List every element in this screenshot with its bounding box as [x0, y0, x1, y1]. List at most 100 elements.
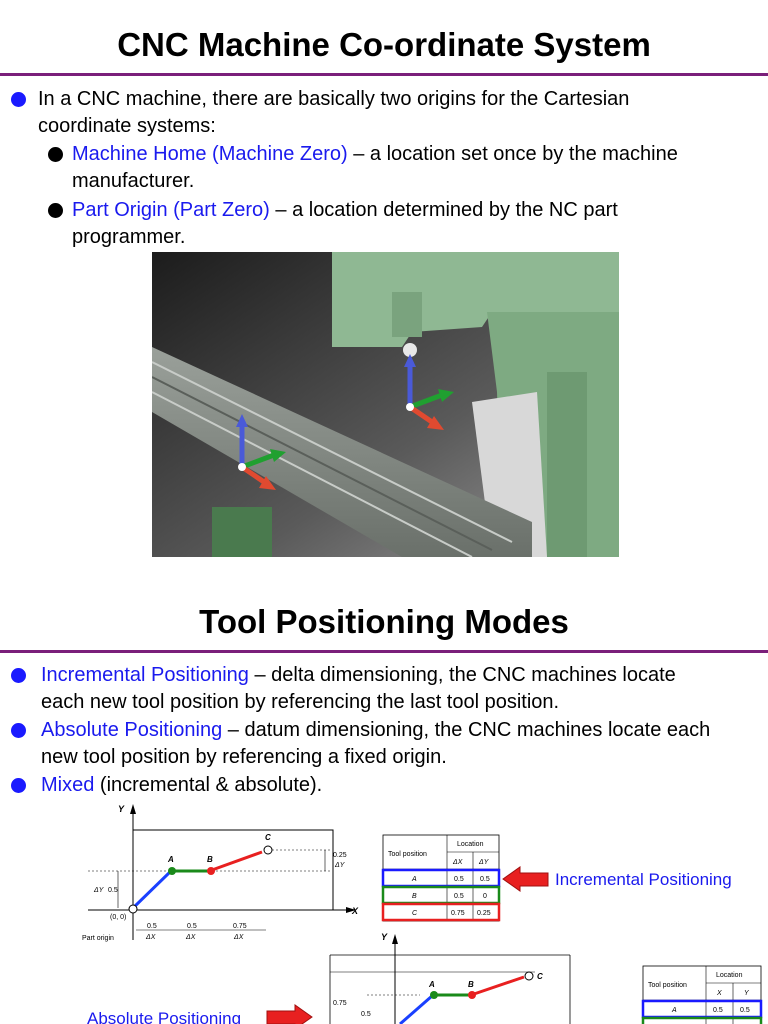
- abs-row-a-y: 0.5: [740, 1007, 750, 1014]
- bullet-icon: [11, 668, 26, 683]
- cnc-machine-illustration: [152, 252, 619, 557]
- table-location: Location: [457, 841, 484, 848]
- dx1-label: ΔX: [145, 934, 156, 941]
- abs-point-b-label: B: [468, 980, 474, 989]
- part-origin-label: Part origin: [82, 935, 114, 942]
- abs-y-axis-arrow-icon: [392, 934, 398, 944]
- title-divider: [0, 73, 768, 76]
- sub-bullet-icon: [48, 147, 63, 162]
- abs-table-tool-position: Tool position: [648, 982, 687, 989]
- point-b-marker: [207, 867, 215, 875]
- point-b-label: B: [207, 855, 213, 864]
- row-b-x: 0.5: [454, 893, 464, 900]
- bullet-line2: coordinate systems:: [38, 115, 216, 137]
- title-divider: [0, 650, 768, 653]
- term-part-origin: Part Origin (Part Zero): [72, 199, 270, 221]
- absolute-arrow-icon: [266, 1004, 313, 1024]
- bullet-text: In a CNC machine, there are basically tw…: [38, 86, 629, 140]
- abs-axis-y-label: Y: [381, 932, 388, 942]
- dim-025-label: 0.25: [333, 852, 347, 859]
- term-incremental: Incremental Positioning: [41, 664, 249, 686]
- absolute-positioning-label: Absolute Positioning: [87, 1009, 241, 1024]
- b1-rest: – delta dimensioning, the CNC machines l…: [248, 664, 676, 686]
- row-c-point: C: [412, 910, 418, 917]
- sub-bullet-icon: [48, 203, 63, 218]
- abs-vector-b-c: [473, 975, 525, 996]
- abs-point-a-marker: [430, 991, 438, 999]
- row-a-point: A: [411, 876, 417, 883]
- x-axis-arrow-icon: [346, 907, 356, 913]
- dx2-label: ΔX: [185, 934, 196, 941]
- incremental-positioning-label: Incremental Positioning: [555, 870, 732, 889]
- abs-table-y: Y: [744, 990, 750, 997]
- row-b-y: 0: [483, 893, 487, 900]
- b2-rest: – datum dimensioning, the CNC machines l…: [222, 719, 711, 741]
- bullet-incremental: Incremental Positioning – delta dimensio…: [41, 662, 676, 716]
- row-c-x: 0.75: [451, 910, 465, 917]
- axis-x-label: X: [351, 906, 359, 916]
- b3-rest: (incremental & absolute).: [94, 774, 323, 796]
- incremental-arrow-icon: [502, 866, 549, 892]
- abs-point-a-label: A: [428, 980, 435, 989]
- table-dx: ΔX: [452, 859, 463, 866]
- sub1-line2: manufacturer.: [72, 170, 195, 192]
- b1-line2: each new tool position by referencing th…: [41, 691, 560, 713]
- abs-point-b-marker: [468, 991, 476, 999]
- bullet-icon: [11, 723, 26, 738]
- cnc-machine-image: [152, 252, 619, 557]
- abs-row-b-highlight: [641, 1016, 763, 1024]
- row-a-x: 0.5: [454, 876, 464, 883]
- point-a-marker: [168, 867, 176, 875]
- dim-05-label: 0.5: [108, 887, 118, 894]
- term-machine-home: Machine Home (Machine Zero): [72, 143, 348, 165]
- b2-line2: new tool position by referencing a fixed…: [41, 746, 447, 768]
- term-mixed: Mixed: [41, 774, 95, 796]
- dim-dy-right-label: ΔY: [334, 862, 346, 869]
- abs-05-label: 0.5: [361, 1011, 371, 1018]
- slide1-title: CNC Machine Co-ordinate System: [117, 26, 651, 63]
- abs-vector-origin-a: [399, 994, 433, 1024]
- sub2-line2: programmer.: [72, 226, 186, 248]
- row-c-highlight: [381, 902, 501, 922]
- vector-origin-a: [131, 870, 172, 910]
- slide2-title: Tool Positioning Modes: [199, 603, 569, 640]
- point-a-label: A: [167, 855, 174, 864]
- bullet-mixed: Mixed (incremental & absolute).: [41, 772, 322, 799]
- row-a-y: 0.5: [480, 876, 490, 883]
- vector-b-c: [211, 850, 263, 872]
- abs-075-label: 0.75: [333, 1000, 347, 1007]
- dim-dy-left-label: ΔY: [93, 887, 105, 894]
- absolute-table: Tool position Location X Y A 0.5 0.5: [641, 965, 763, 1024]
- abs-row-a-x: 0.5: [713, 1007, 723, 1014]
- abs-table-location: Location: [716, 972, 743, 979]
- positioning-diagram: Y X A B C 0.25 ΔY ΔY 0.5 (0, 0) Part ori…: [82, 804, 763, 1024]
- point-c-label: C: [265, 833, 271, 842]
- point-c-marker: [263, 845, 273, 855]
- bullet-icon: [11, 778, 26, 793]
- abs-row-a-point: A: [671, 1007, 677, 1014]
- origin-label: (0, 0): [110, 914, 126, 921]
- abs-point-c-marker: [524, 971, 534, 981]
- sub1-rest: – a location set once by the machine: [347, 143, 678, 165]
- dx3-value: 0.75: [233, 923, 247, 930]
- bullet-line1: In a CNC machine, there are basically tw…: [38, 88, 630, 110]
- y-axis-arrow-icon: [130, 804, 136, 814]
- dx3-label: ΔX: [233, 934, 244, 941]
- sub-bullet-machine-home: Machine Home (Machine Zero) – a location…: [72, 141, 678, 195]
- dx1-value: 0.5: [147, 923, 157, 930]
- row-c-y: 0.25: [477, 910, 491, 917]
- sub-bullet-part-origin: Part Origin (Part Zero) – a location det…: [72, 197, 618, 251]
- plot-frame: [132, 829, 334, 911]
- table-dy: ΔY: [478, 859, 490, 866]
- bullet-absolute: Absolute Positioning – datum dimensionin…: [41, 717, 710, 771]
- incremental-table: Tool position Location ΔX ΔY A 0.5 0.5 B…: [381, 834, 501, 922]
- abs-point-c-label: C: [537, 972, 543, 981]
- bullet-icon: [11, 92, 26, 107]
- axis-y-label: Y: [118, 804, 125, 814]
- abs-table-x: X: [716, 990, 722, 997]
- origin-marker: [128, 904, 138, 914]
- sub2-rest: – a location determined by the NC part: [269, 199, 618, 221]
- table-tool-position: Tool position: [388, 851, 427, 858]
- term-absolute: Absolute Positioning: [41, 719, 223, 741]
- row-b-point: B: [412, 893, 417, 900]
